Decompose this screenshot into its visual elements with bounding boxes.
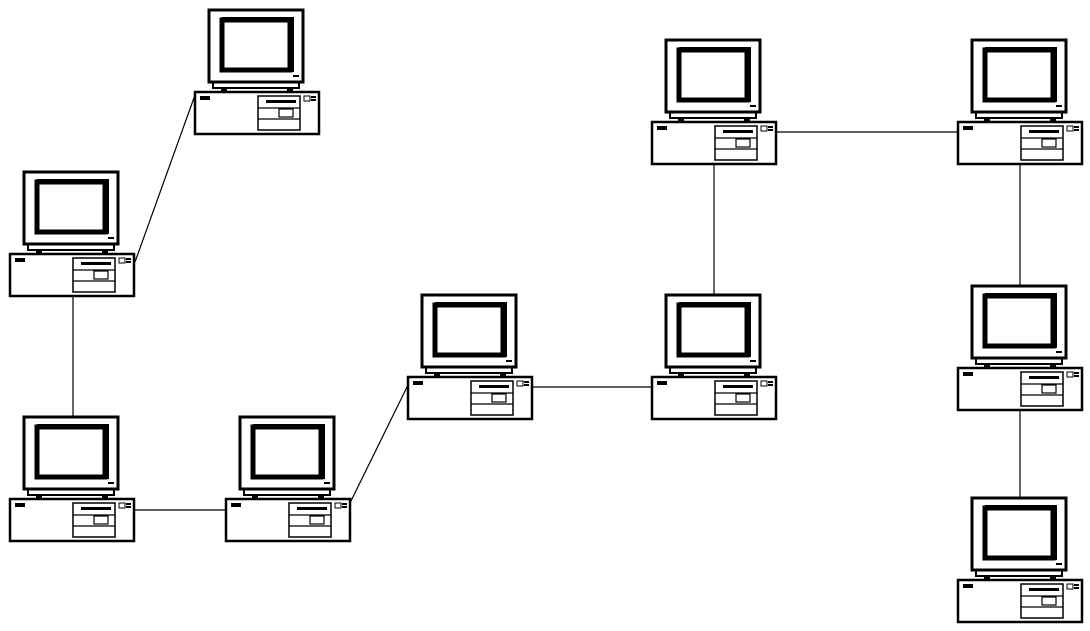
connections [72,94,1021,511]
network-link [348,384,409,506]
desktop-computer-icon [406,293,534,421]
desktop-computer-icon [956,496,1084,624]
desktop-computer-icon [8,415,136,543]
computers [8,8,1084,624]
desktop-computer-icon [956,38,1084,166]
desktop-computer-icon [8,170,136,298]
desktop-computer-icon [224,415,352,543]
desktop-computer-icon [650,293,778,421]
desktop-computer-icon [193,8,321,136]
desktop-computer-icon [650,38,778,166]
network-link [134,94,196,263]
desktop-computer-icon [956,284,1084,412]
